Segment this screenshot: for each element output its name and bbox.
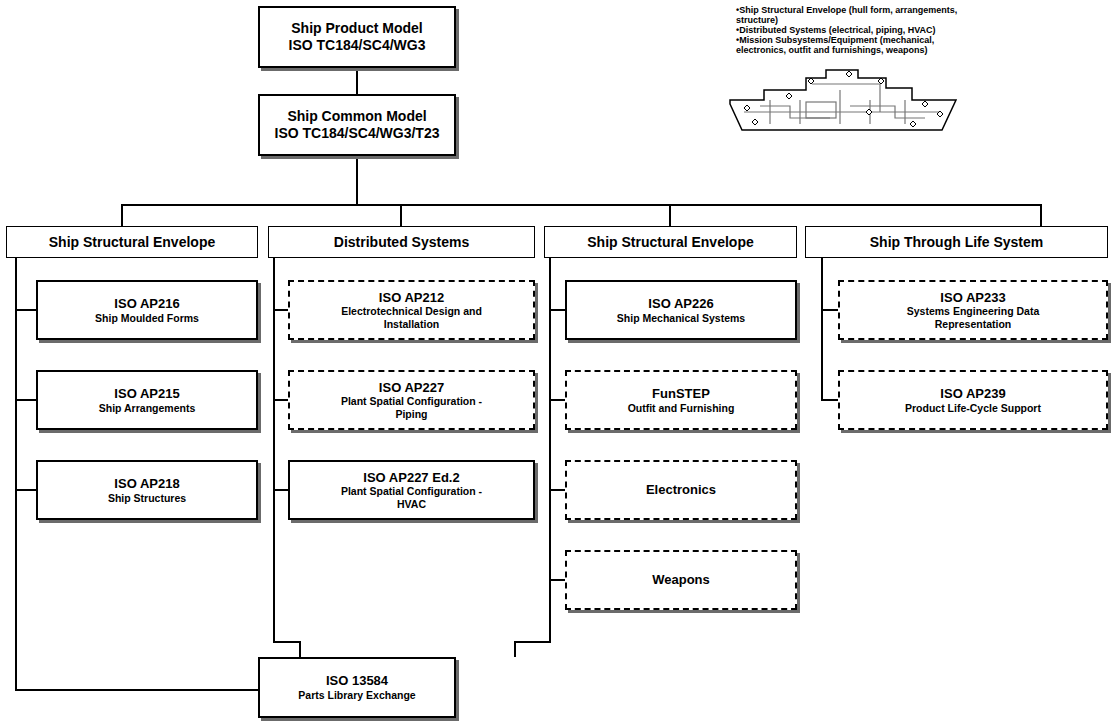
box-title: Ship Common Model [287,108,426,125]
standard-box: ISO AP215Ship Arrangements [36,370,258,430]
tree-connector [550,258,565,310]
tree-connector [550,258,565,490]
tree-connector [822,258,838,310]
box-title: Ship Structural Envelope [587,234,753,251]
standard-box: ISO 13584Parts Library Exchange [258,657,456,718]
box-subtitle: Parts Library Exchange [298,689,415,702]
box-title: Ship Structural Envelope [49,234,215,251]
planned-standard-box: ISO AP239Product Life-Cycle Support [838,370,1108,430]
box-title: FunSTEP [652,386,710,402]
group-header: Ship Through Life System [805,226,1108,258]
standard-box: ISO AP218Ship Structures [36,460,258,520]
box-subtitle: Ship Arrangements [99,402,195,415]
box-subtitle: ISO TC184/SC4/WG3 [289,37,426,54]
planned-standard-box: Electronics [565,460,797,520]
box-subtitle: Plant Spatial Configuration - HVAC [327,485,497,510]
box-title: ISO AP212 [379,290,444,306]
box-title: ISO AP227 [379,380,444,396]
ship-systems [744,84,940,124]
box-title: ISO AP218 [114,476,179,492]
ship-hull [730,70,956,130]
box-title: ISO AP239 [940,386,1005,402]
box-subtitle: Outfit and Furnishing [628,402,735,415]
box-title: ISO AP215 [114,386,179,402]
box-title: ISO AP227 Ed.2 [363,470,459,486]
box-title: ISO AP216 [114,296,179,312]
box-title: Electronics [646,482,716,498]
tree-connector [16,258,36,310]
group-header: Distributed Systems [268,226,535,258]
planned-standard-box: ISO AP212Electrotechnical Design and Ins… [288,280,535,340]
box-subtitle: Ship Moulded Forms [95,312,199,325]
tree-connector [16,258,258,690]
planned-standard-box: FunSTEPOutfit and Furnishing [565,370,797,430]
scope-note: •Mission Subsystems/Equipment (mechanica… [736,36,981,56]
tree-connector [16,258,36,490]
tree-connector [357,156,401,226]
tree-connector [550,258,565,400]
tree-connector [274,258,288,310]
planned-standard-box: ISO AP233Systems Engineering Data Repres… [838,280,1108,340]
tree-connector [122,156,357,226]
standard-box: ISO AP227 Ed.2Plant Spatial Configuratio… [288,460,535,520]
box-title: ISO AP226 [648,296,713,312]
box-title: ISO AP233 [940,290,1005,306]
standard-box: Ship Common ModelISO TC184/SC4/WG3/T23 [258,94,456,156]
box-subtitle: Ship Structures [108,492,186,505]
box-title: Weapons [652,572,710,588]
box-subtitle: Product Life-Cycle Support [905,402,1041,415]
standard-box: ISO AP216Ship Moulded Forms [36,280,258,340]
scope-notes: •Ship Structural Envelope (hull form, ar… [736,6,981,55]
planned-standard-box: ISO AP227Plant Spatial Configuration - P… [288,370,535,430]
group-header: Ship Structural Envelope [544,226,797,258]
standard-box: ISO AP226Ship Mechanical Systems [565,280,797,340]
box-title: Ship Through Life System [870,234,1043,251]
tree-connector [357,156,1041,226]
tree-connector [16,258,36,400]
tree-connector [550,258,565,580]
box-title: Distributed Systems [334,234,469,251]
standard-box: Ship Product ModelISO TC184/SC4/WG3 [258,6,456,68]
tree-connector [274,258,288,400]
box-title: Ship Product Model [291,20,422,37]
planned-standard-box: Weapons [565,550,797,610]
box-subtitle: Ship Mechanical Systems [617,312,745,325]
box-subtitle: Plant Spatial Configuration - Piping [327,395,497,420]
tree-connector [356,68,358,94]
tree-connector [822,258,838,400]
box-title: ISO 13584 [326,673,388,689]
box-subtitle: Electrotechnical Design and Installation [327,305,497,330]
scope-note: •Ship Structural Envelope (hull form, ar… [736,6,981,26]
tree-connector [274,258,288,490]
tree-connector [357,156,670,226]
ship-nodes [744,71,943,127]
box-subtitle: ISO TC184/SC4/WG3/T23 [275,125,440,142]
group-header: Ship Structural Envelope [6,226,258,258]
box-subtitle: Systems Engineering Data Representation [888,305,1058,330]
scope-note: •Distributed Systems (electrical, piping… [736,26,981,36]
